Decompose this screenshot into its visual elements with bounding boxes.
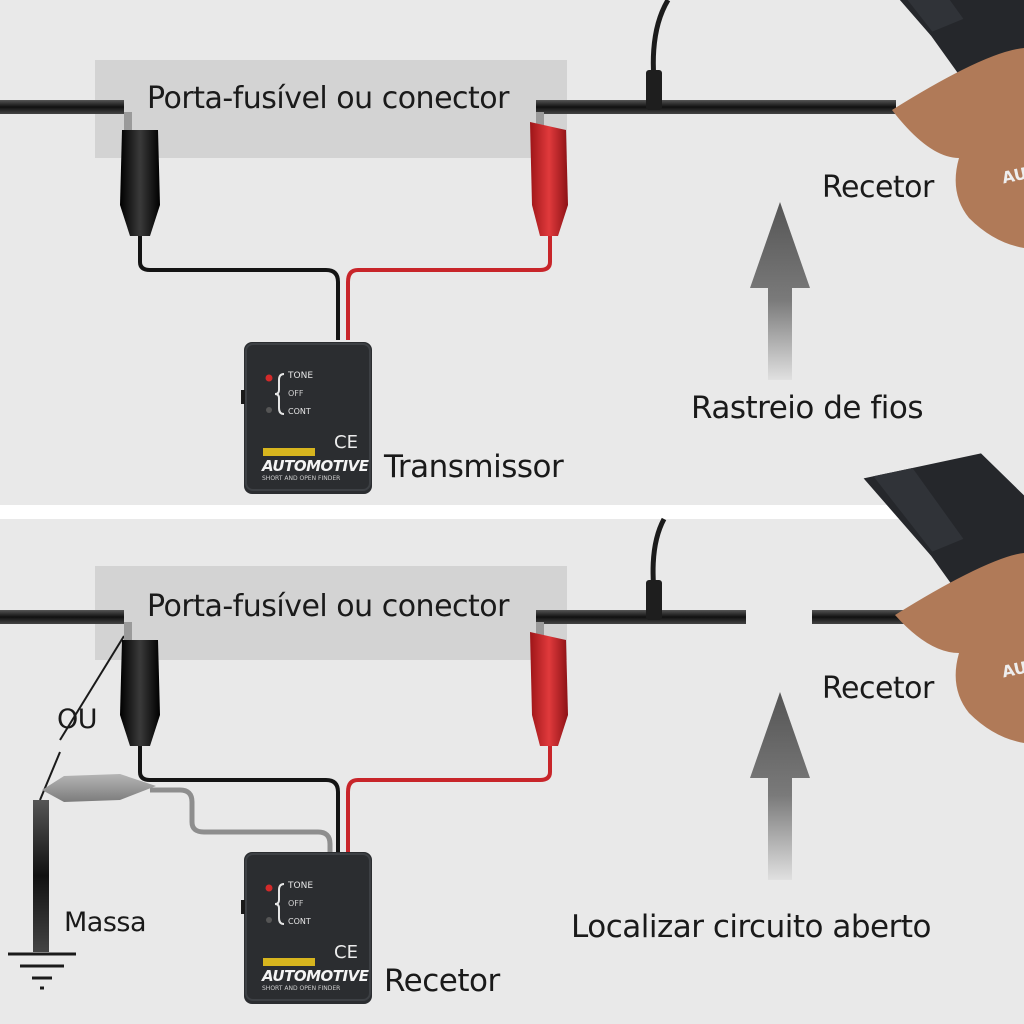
- action-label-2: Localizar circuito aberto: [571, 909, 931, 945]
- gray-lead-wire: [150, 787, 333, 852]
- connector-label-box: [95, 60, 567, 158]
- red-alligator-clip-2: [530, 622, 568, 746]
- device-label-2: Recetor: [384, 963, 500, 999]
- ground-post: [33, 800, 49, 952]
- mode-off: OFF: [288, 389, 304, 398]
- device-label: Transmissor: [384, 449, 564, 485]
- mode-cont: CONT: [288, 407, 311, 416]
- harness-wire-right: [536, 100, 896, 114]
- ce-mark: CE: [334, 432, 358, 453]
- red-alligator-clip: [530, 112, 568, 236]
- probe-tip: [646, 70, 662, 110]
- black-lead-wire: [138, 232, 340, 340]
- receiver-label: Recetor: [822, 170, 934, 205]
- mode-tone: TONE: [288, 371, 314, 381]
- hand-2: [895, 553, 1024, 743]
- or-line-upper: [59, 635, 125, 741]
- black-alligator-clip: [120, 112, 160, 236]
- mode-cont-2: CONT: [288, 917, 311, 926]
- ground-symbol: [8, 952, 76, 990]
- harness-wire-right-2: [812, 610, 908, 624]
- panel-open-circuit: [0, 444, 1024, 1005]
- gray-alligator-clip: [42, 774, 156, 802]
- ground-label: Massa: [64, 907, 147, 938]
- trace-arrow: [750, 202, 810, 380]
- hand: [892, 48, 1024, 248]
- or-label: OU: [57, 704, 98, 735]
- receiver-box-labels: TONE OFF CONT CE AUTOMOTIVE SHORT AND OP…: [244, 852, 372, 1004]
- red-lead-wire: [346, 234, 552, 340]
- connector-label-box-2: [95, 566, 567, 660]
- brand-label-2: AUTOMOTIVE: [262, 967, 369, 985]
- mode-tone-2: TONE: [288, 881, 314, 891]
- connector-label: Porta-fusível ou conector: [147, 81, 509, 116]
- black-lead-wire-2: [138, 742, 340, 852]
- panel-divider: [0, 505, 1024, 519]
- brand-label: AUTOMOTIVE: [262, 457, 369, 475]
- probe-tip-2: [646, 580, 662, 620]
- mode-off-2: OFF: [288, 899, 304, 908]
- harness-wire-left-2: [0, 610, 124, 624]
- ce-mark-2: CE: [334, 942, 358, 963]
- locate-arrow: [750, 692, 810, 880]
- receiver-label-2: Recetor: [822, 671, 934, 706]
- device-subtitle: SHORT AND OPEN FINDER: [262, 475, 341, 482]
- harness-wire-left: [0, 100, 124, 114]
- connector-label-2: Porta-fusível ou conector: [147, 589, 509, 624]
- black-alligator-clip-2: [120, 622, 160, 746]
- transmitter-labels: TONE OFF CONT CE AUTOMOTIVE SHORT AND OP…: [244, 342, 372, 494]
- action-label: Rastreio de fios: [691, 390, 923, 426]
- wand-brand-2: AU: [1000, 657, 1024, 682]
- harness-wire-mid-2: [536, 610, 746, 624]
- red-lead-wire-2: [346, 744, 552, 852]
- or-line-lower: [39, 751, 61, 801]
- panel-wire-tracing: [0, 0, 1024, 495]
- device-subtitle-2: SHORT AND OPEN FINDER: [262, 985, 341, 992]
- wand-brand: AU: [1000, 163, 1024, 188]
